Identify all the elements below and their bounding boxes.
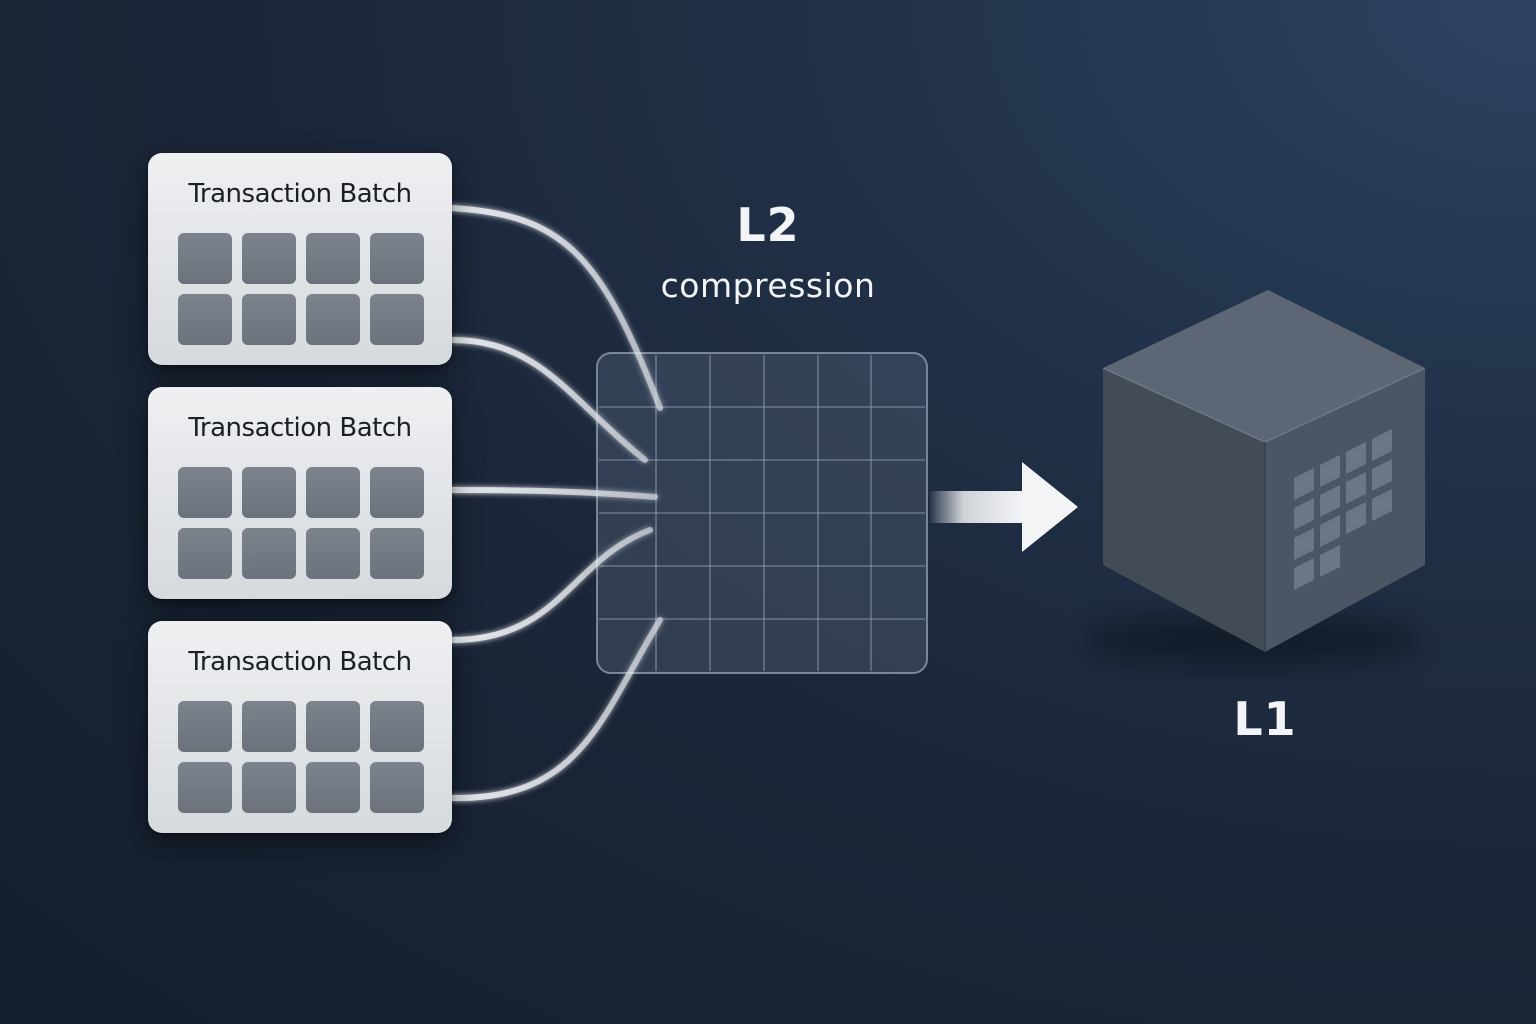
transaction-batch-card: Transaction Batch bbox=[148, 153, 452, 365]
l2-subtitle: compression bbox=[660, 266, 876, 305]
connector-line bbox=[449, 337, 648, 463]
tx-cell bbox=[242, 233, 296, 284]
tx-cell bbox=[178, 233, 232, 284]
connector-line bbox=[449, 527, 653, 643]
flow-connectors bbox=[449, 205, 663, 802]
l1-title: L1 bbox=[1233, 692, 1297, 746]
tx-cell bbox=[370, 701, 424, 752]
tx-cell bbox=[306, 294, 360, 345]
tx-cell bbox=[242, 528, 296, 579]
tx-cell bbox=[306, 528, 360, 579]
cube-panel bbox=[1294, 429, 1392, 590]
batch-cells bbox=[178, 467, 424, 579]
tx-cell bbox=[370, 762, 424, 813]
connector-line bbox=[449, 617, 663, 802]
transaction-batch-card: Transaction Batch bbox=[148, 621, 452, 833]
cube-icon bbox=[1085, 290, 1426, 668]
tx-cell bbox=[178, 701, 232, 752]
compression-grid bbox=[596, 352, 928, 674]
batch-title: Transaction Batch bbox=[188, 179, 412, 209]
tx-cell bbox=[306, 701, 360, 752]
tx-cell bbox=[242, 701, 296, 752]
tx-cell bbox=[370, 467, 424, 518]
connector-line bbox=[449, 205, 663, 411]
transaction-batch-card: Transaction Batch bbox=[148, 387, 452, 599]
tx-cell bbox=[178, 467, 232, 518]
tx-cell bbox=[370, 233, 424, 284]
tx-cell bbox=[178, 762, 232, 813]
batch-title: Transaction Batch bbox=[188, 647, 412, 677]
tx-cell bbox=[370, 528, 424, 579]
batch-title: Transaction Batch bbox=[188, 413, 412, 443]
tx-cell bbox=[306, 233, 360, 284]
tx-cell bbox=[370, 294, 424, 345]
tx-cell bbox=[178, 528, 232, 579]
connector-line bbox=[449, 487, 658, 500]
right-arrow-icon bbox=[930, 462, 1078, 552]
l2-title: L2 bbox=[736, 198, 800, 252]
tx-cell bbox=[306, 762, 360, 813]
tx-cell bbox=[242, 467, 296, 518]
tx-cell bbox=[242, 294, 296, 345]
batch-cells bbox=[178, 701, 424, 813]
tx-cell bbox=[178, 294, 232, 345]
batch-cells bbox=[178, 233, 424, 345]
tx-cell bbox=[306, 467, 360, 518]
tx-cell bbox=[242, 762, 296, 813]
